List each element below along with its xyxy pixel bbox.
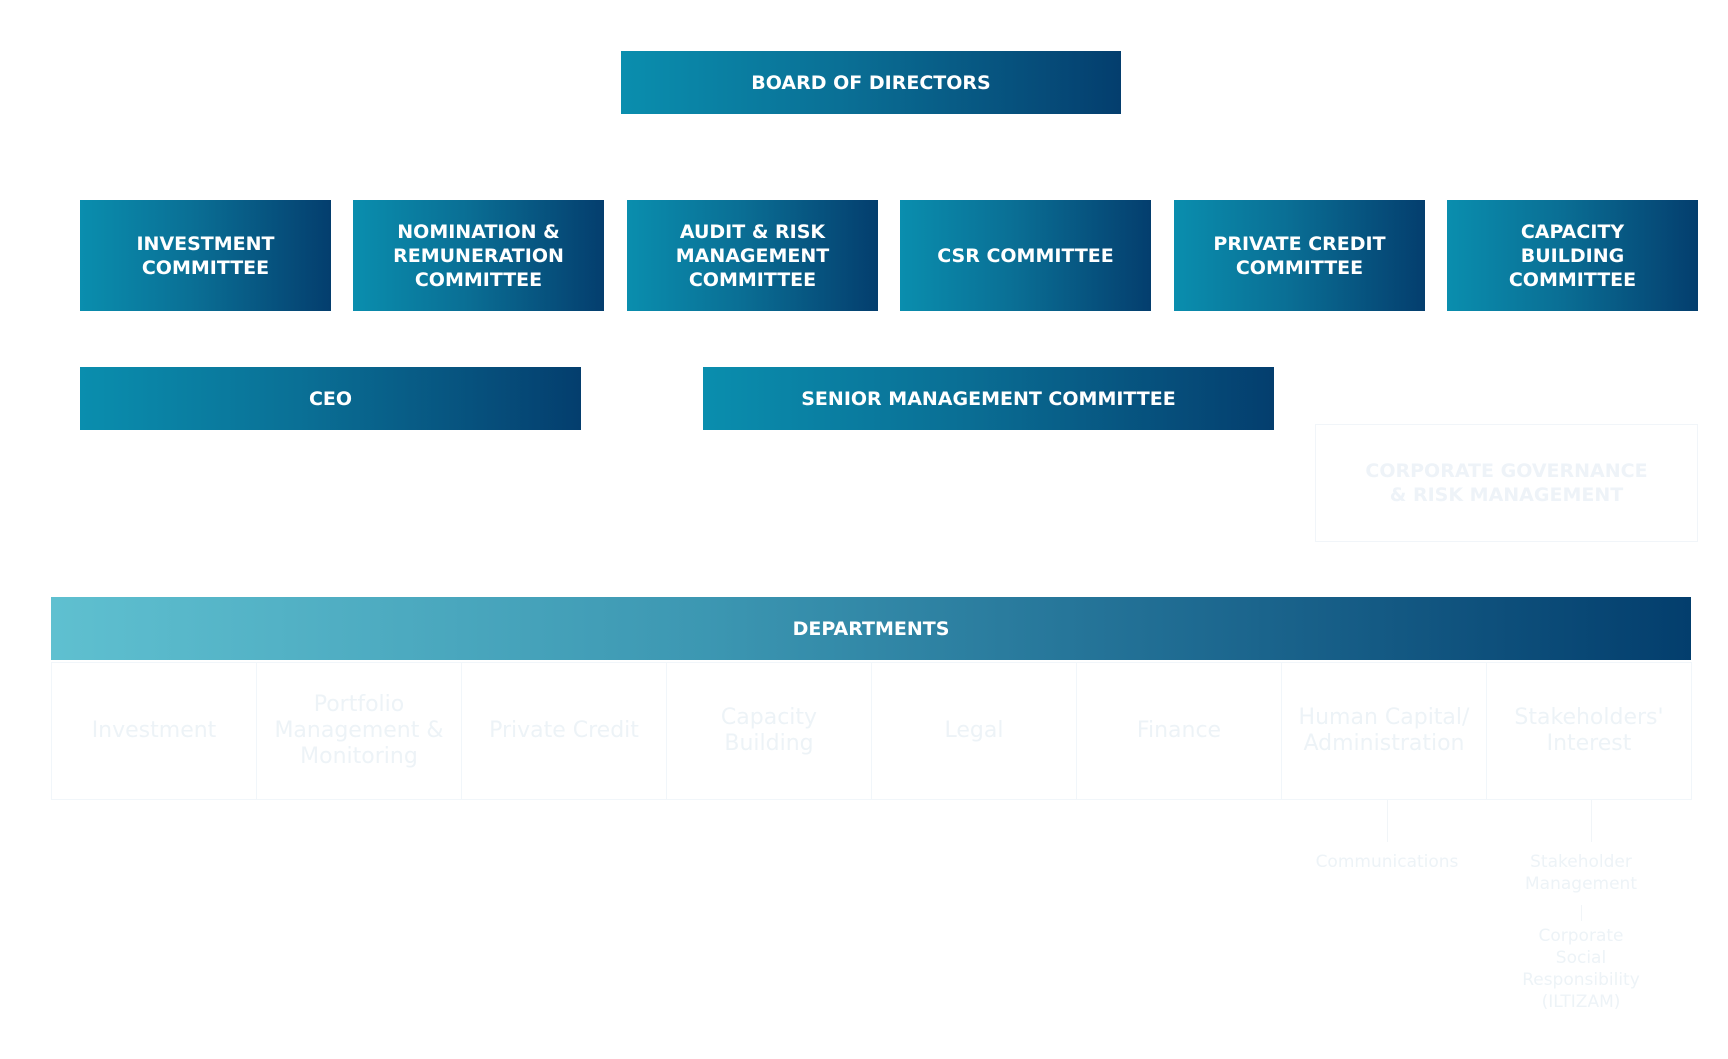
departments-row: Investment Portfolio Management & Monito…	[51, 662, 1692, 800]
department-label: Human Capital/ Administration	[1298, 705, 1470, 756]
senior-management-committee-label: SENIOR MANAGEMENT COMMITTEE	[801, 387, 1176, 410]
nomination-remuneration-committee-box: NOMINATION & REMUNERATION COMMITTEE	[353, 200, 604, 311]
department-cell-capacity-building: Capacity Building	[667, 663, 872, 799]
department-cell-finance: Finance	[1077, 663, 1282, 799]
departments-header: DEPARTMENTS	[51, 597, 1691, 660]
communications-label: Communications	[1315, 852, 1459, 872]
department-label: Capacity Building	[720, 705, 818, 756]
board-of-directors-label: BOARD OF DIRECTORS	[751, 71, 991, 94]
connector-line	[1387, 800, 1388, 842]
department-label: Legal	[944, 718, 1004, 743]
capacity-building-committee-box: CAPACITY BUILDING COMMITTEE	[1447, 200, 1698, 311]
connector-line	[1591, 800, 1592, 842]
department-cell-portfolio: Portfolio Management & Monitoring	[257, 663, 462, 799]
committee-label: AUDIT & RISK MANAGEMENT COMMITTEE	[675, 220, 830, 291]
committee-label: CSR COMMITTEE	[937, 244, 1114, 267]
departments-label: DEPARTMENTS	[792, 617, 950, 640]
stakeholder-management-label: Stakeholder Management	[1525, 852, 1637, 894]
committee-label: PRIVATE CREDIT COMMITTEE	[1213, 232, 1386, 279]
committee-label: INVESTMENT COMMITTEE	[136, 232, 275, 279]
department-label: Portfolio Management & Monitoring	[274, 692, 444, 769]
ceo-label: CEO	[308, 387, 353, 410]
department-label: Investment	[91, 718, 217, 743]
board-of-directors-box: BOARD OF DIRECTORS	[621, 51, 1121, 114]
csr-iltizam-label: Corporate Social Responsibility (ILTIZAM…	[1522, 926, 1640, 1012]
audit-risk-management-committee-box: AUDIT & RISK MANAGEMENT COMMITTEE	[627, 200, 878, 311]
department-cell-human-capital: Human Capital/ Administration	[1282, 663, 1487, 799]
senior-management-committee-box: SENIOR MANAGEMENT COMMITTEE	[703, 367, 1274, 430]
department-cell-legal: Legal	[872, 663, 1077, 799]
department-label: Private Credit	[489, 718, 639, 743]
department-cell-investment: Investment	[52, 663, 257, 799]
private-credit-committee-box: PRIVATE CREDIT COMMITTEE	[1174, 200, 1425, 311]
committee-label: NOMINATION & REMUNERATION COMMITTEE	[393, 220, 564, 291]
committee-label: CAPACITY BUILDING COMMITTEE	[1508, 220, 1637, 291]
ceo-box: CEO	[80, 367, 581, 430]
department-label: Stakeholders' Interest	[1514, 705, 1664, 756]
csr-committee-box: CSR COMMITTEE	[900, 200, 1151, 311]
investment-committee-box: INVESTMENT COMMITTEE	[80, 200, 331, 311]
department-cell-private-credit: Private Credit	[462, 663, 667, 799]
corporate-governance-label: CORPORATE GOVERNANCE & RISK MANAGEMENT	[1365, 460, 1648, 506]
corporate-governance-box: CORPORATE GOVERNANCE & RISK MANAGEMENT	[1315, 424, 1698, 542]
department-cell-stakeholders-interest: Stakeholders' Interest	[1487, 663, 1691, 799]
connector-line	[1581, 905, 1582, 921]
department-label: Finance	[1136, 718, 1222, 743]
